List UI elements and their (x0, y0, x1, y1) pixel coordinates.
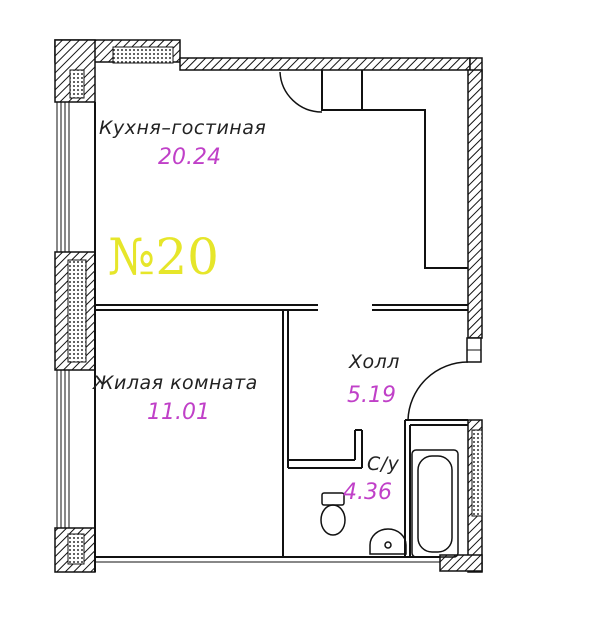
living-room-area: 11.01 (147, 400, 210, 425)
bathroom-name: С/у (367, 453, 400, 475)
bathroom-area: 4.36 (343, 480, 392, 505)
living-room-name: Жилая комната (93, 372, 258, 394)
hall-area: 5.19 (347, 383, 396, 408)
left-wall (54, 39, 96, 573)
kitchen-door-swing (279, 71, 323, 113)
sink (369, 528, 407, 555)
kitchen-counter (321, 70, 468, 269)
bathtub (411, 449, 459, 558)
kitchen-area: 20.24 (158, 145, 221, 170)
entry-door (407, 361, 469, 421)
apartment-number: №20 (108, 228, 219, 286)
kitchen-name: Кухня–гостиная (99, 117, 267, 139)
hall-name: Холл (349, 351, 400, 373)
toilet (320, 492, 346, 536)
top-wall (54, 39, 483, 79)
partition-wall (95, 304, 468, 557)
right-wall (466, 69, 483, 573)
